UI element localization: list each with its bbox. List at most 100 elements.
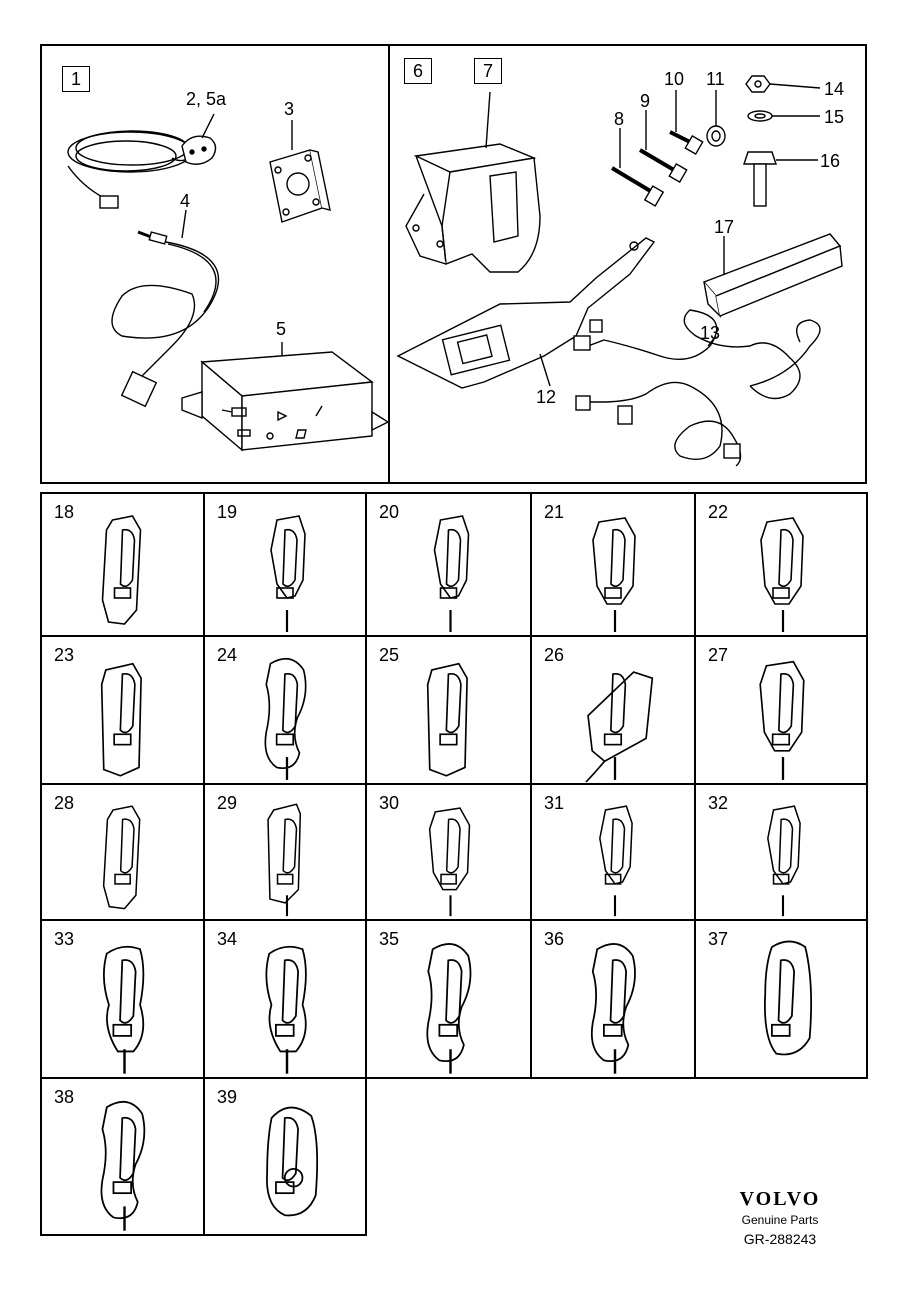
holder-number-26: 26 [544, 645, 565, 665]
phone-holder-icon [590, 943, 636, 1074]
d-sub-connector-icon [120, 370, 158, 408]
phone-holder-icon [264, 657, 307, 780]
holder-number-36: 36 [544, 929, 565, 949]
phone-holder-icon [266, 1106, 319, 1217]
box-label-7: 7 [474, 58, 502, 84]
holder-cell-26: 26 [530, 635, 696, 785]
holder-number-35: 35 [379, 929, 400, 949]
holder-number-23: 23 [54, 645, 75, 665]
holder-number-22: 22 [708, 502, 729, 522]
phone-holder-icon [103, 945, 145, 1074]
box-label-6: 6 [404, 58, 432, 84]
phone-holder-icon [270, 515, 306, 632]
holder-number-25: 25 [379, 645, 400, 665]
holder-number-18: 18 [54, 502, 75, 522]
holder-cell-36: 36 [530, 919, 696, 1079]
holder-cell-25: 25 [365, 635, 532, 785]
holder-cell-33: 33 [40, 919, 205, 1079]
phone-holder-icon [426, 943, 472, 1074]
holder-number-28: 28 [54, 793, 75, 813]
phone-holder-icon [101, 515, 142, 625]
phone-holder-icon [100, 1100, 146, 1231]
holder-number-20: 20 [379, 502, 400, 522]
holder-cell-30: 30 [365, 783, 532, 921]
holder-cell-35: 35 [365, 919, 532, 1079]
holder-number-31: 31 [544, 793, 565, 813]
wiring-harness-icon [571, 309, 801, 400]
box-label-1: 1 [62, 66, 90, 92]
mounting-plate-icon [396, 237, 656, 389]
holder-number-37: 37 [708, 929, 729, 949]
panel-kit-6-7: 6 7 8 9 10 11 14 15 16 17 13 12 [388, 44, 867, 484]
phone-holder-icon [759, 660, 805, 780]
part-label-16: 16 [820, 151, 841, 171]
phone-holder-icon [585, 671, 654, 783]
holder-number-19: 19 [217, 502, 238, 522]
antenna-plug-icon [148, 231, 168, 245]
holder-number-38: 38 [54, 1087, 75, 1107]
holder-cell-28: 28 [40, 783, 205, 921]
part-label-15: 15 [824, 107, 845, 127]
part-label-17: 17 [714, 217, 735, 237]
part-label-2: 2, 5a [186, 89, 227, 109]
part-label-10: 10 [664, 69, 685, 89]
plate-recess-icon [441, 324, 511, 376]
holder-cell-38: 38 [40, 1077, 205, 1236]
brand-subtitle: Genuine Parts [741, 1213, 819, 1227]
screw-9-icon [638, 148, 676, 172]
harness-connector-icon [573, 335, 591, 351]
phone-holder-icon [267, 803, 302, 917]
phone-holder-icon [592, 517, 636, 632]
kit-1-illustration [67, 113, 390, 452]
phone-holder-icon [433, 515, 470, 632]
holder-cell-24: 24 [203, 635, 367, 785]
holder-cell-19: 19 [203, 492, 367, 637]
phone-holder-icon [764, 940, 813, 1056]
phone-holder-icon [265, 945, 307, 1074]
phone-holder-icon [426, 662, 468, 777]
holder-cell-20: 20 [365, 492, 532, 637]
holder-number-21: 21 [544, 502, 565, 522]
phone-holder-icon [599, 805, 633, 917]
part-label-11: 11 [706, 69, 725, 89]
nut-14-icon [745, 75, 771, 93]
panel-kit-1: 1 2, 5a 3 4 5 [40, 44, 392, 484]
part-label-9: 9 [640, 91, 651, 111]
holder-cell-27: 27 [694, 635, 868, 785]
phone-holder-icon [760, 517, 804, 632]
kit-6-7-illustration [396, 75, 843, 467]
part-label-8: 8 [614, 109, 625, 129]
part-label-5: 5 [276, 319, 287, 339]
holder-number-34: 34 [217, 929, 238, 949]
holder-cell-34: 34 [203, 919, 367, 1079]
holder-cell-18: 18 [40, 492, 205, 637]
holder-cell-31: 31 [530, 783, 696, 921]
holder-number-39: 39 [217, 1087, 238, 1107]
holder-cell-39: 39 [203, 1077, 367, 1236]
holder-number-30: 30 [379, 793, 400, 813]
holder-cell-22: 22 [694, 492, 868, 637]
part-label-14: 14 [824, 79, 845, 99]
connector-icon [99, 195, 119, 209]
holder-number-29: 29 [217, 793, 238, 813]
holder-cell-23: 23 [40, 635, 205, 785]
washer-15-icon [747, 110, 773, 122]
holder-number-33: 33 [54, 929, 75, 949]
bolt-16-icon [743, 151, 777, 165]
holder-cell-29: 29 [203, 783, 367, 921]
part-label-12: 12 [536, 387, 557, 407]
holder-number-32: 32 [708, 793, 729, 813]
volvo-logo: VOLVO [739, 1188, 821, 1210]
washer-11-icon [706, 125, 726, 147]
screw-8-icon [610, 166, 654, 194]
screw-10-icon [669, 130, 691, 144]
holder-cell-21: 21 [530, 492, 696, 637]
holder-number-27: 27 [708, 645, 729, 665]
holder-cell-37: 37 [694, 919, 868, 1079]
phone-holder-icon [428, 807, 471, 917]
phone-holder-icon [102, 805, 141, 910]
holder-cell-32: 32 [694, 783, 868, 921]
phone-holder-icon [767, 805, 801, 917]
diagram-code: GR-288243 [743, 1231, 817, 1247]
part-label-4: 4 [180, 191, 191, 211]
